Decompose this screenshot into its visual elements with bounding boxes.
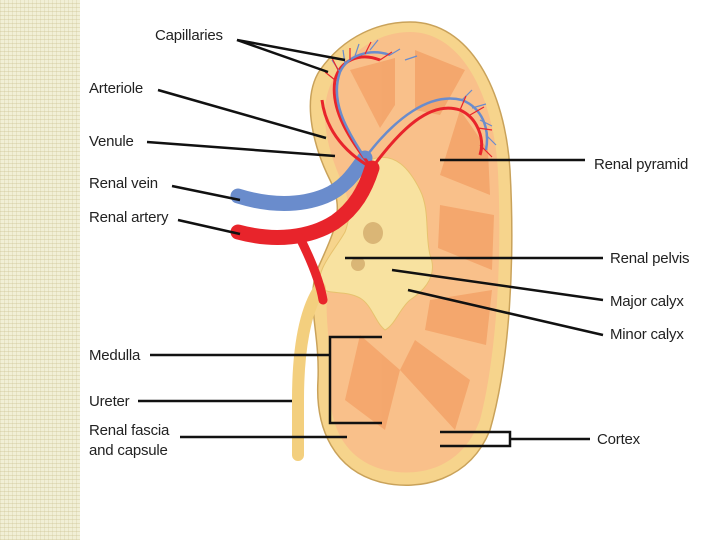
ureter xyxy=(292,282,326,461)
label-cortex: Cortex xyxy=(597,431,640,448)
arterioles xyxy=(320,55,484,170)
label-renal-fascia-line2: and capsule xyxy=(89,442,168,459)
label-arteriole: Arteriole xyxy=(89,80,144,97)
label-venule: Venule xyxy=(89,133,134,150)
label-renal-artery: Renal artery xyxy=(89,209,169,226)
label-renal-vein: Renal vein xyxy=(89,175,158,192)
label-capillaries: Capillaries xyxy=(155,27,223,44)
label-minor-calyx: Minor calyx xyxy=(610,326,684,343)
label-major-calyx: Major calyx xyxy=(610,293,684,310)
decorative-side-strip xyxy=(0,0,80,540)
renal-vein-vessel xyxy=(230,150,373,211)
label-renal-fascia-line1: Renal fascia xyxy=(89,422,170,439)
label-ureter: Ureter xyxy=(89,393,130,410)
label-renal-pyramid: Renal pyramid xyxy=(594,156,689,173)
renal-pyramids xyxy=(345,50,494,430)
renal-pelvis xyxy=(318,156,433,331)
capillaries-network-red xyxy=(324,41,493,158)
renal-artery-vessel xyxy=(230,160,380,245)
venules xyxy=(335,51,489,159)
label-medulla: Medulla xyxy=(89,347,141,364)
leader-lines xyxy=(138,38,604,448)
label-renal-pelvis: Renal pelvis xyxy=(610,250,690,267)
